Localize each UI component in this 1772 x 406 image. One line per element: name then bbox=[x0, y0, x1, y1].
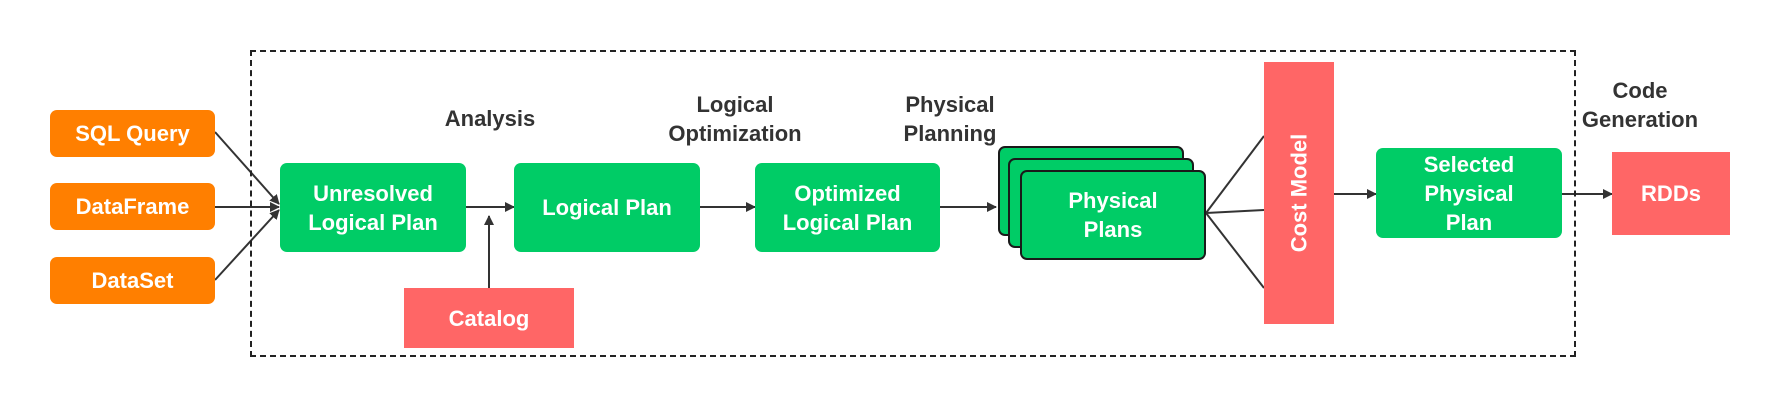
dataframe-input[interactable]: DataFrame bbox=[50, 183, 215, 230]
stage-label-code-generation: Code Generation bbox=[1581, 78, 1699, 132]
dataset-input[interactable]: DataSet bbox=[50, 257, 215, 304]
rdds-node[interactable]: RDDs bbox=[1612, 152, 1730, 235]
physical-plans-node[interactable]: Physical Plans bbox=[1020, 170, 1206, 260]
catalyst-boundary-frame bbox=[250, 50, 1576, 357]
cost-model-label: Cost Model bbox=[1286, 133, 1312, 253]
edge-physical-to-cost-bottom bbox=[1205, 212, 1265, 289]
selected-physical-plan-node[interactable]: Selected Physical Plan bbox=[1376, 148, 1562, 238]
catalog-node[interactable]: Catalog bbox=[404, 288, 574, 348]
logical-plan-node[interactable]: Logical Plan bbox=[514, 163, 700, 252]
unresolved-logical-plan-node[interactable]: Unresolved Logical Plan bbox=[280, 163, 466, 252]
stage-label-physical-planning: Physical Planning bbox=[903, 92, 997, 146]
sql-query-input[interactable]: SQL Query bbox=[50, 110, 215, 157]
edge-physical-to-cost-mid bbox=[1205, 209, 1265, 214]
edge-dataset-to-unresolved bbox=[214, 209, 280, 281]
cost-model-node[interactable]: Cost Model bbox=[1264, 62, 1334, 324]
edge-physical-to-cost-top bbox=[1205, 135, 1265, 214]
stage-label-logical-optimization: Logical Optimization bbox=[668, 92, 802, 146]
optimized-logical-plan-node[interactable]: Optimized Logical Plan bbox=[755, 163, 940, 252]
stage-label-analysis: Analysis bbox=[444, 106, 536, 131]
edge-sql-to-unresolved bbox=[214, 131, 280, 205]
